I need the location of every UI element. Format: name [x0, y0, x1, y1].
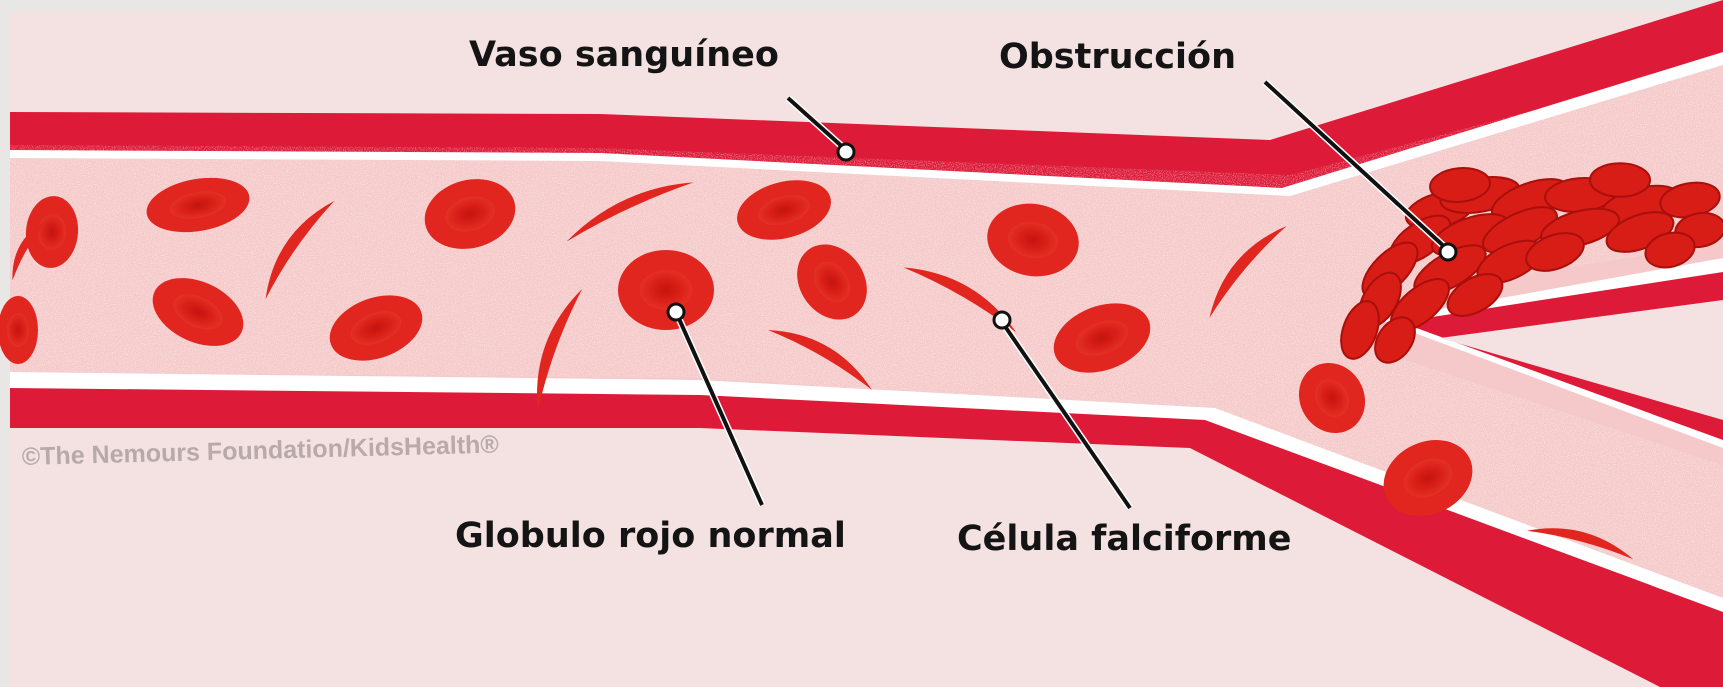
label-vessel: Vaso sanguíneo [469, 35, 779, 75]
label-obstruction: Obstrucción [999, 37, 1236, 77]
pin-vessel [838, 144, 854, 160]
normal-red-blood-cell [618, 250, 714, 330]
clumped-sickle-cell [1590, 163, 1650, 197]
pin-normal-rbc [668, 304, 684, 320]
pin-sickle-cell [994, 312, 1010, 328]
label-sickle-cell: Célula falciforme [957, 519, 1291, 559]
label-normal-rbc: Globulo rojo normal [455, 516, 846, 556]
pin-obstruction [1440, 244, 1456, 260]
